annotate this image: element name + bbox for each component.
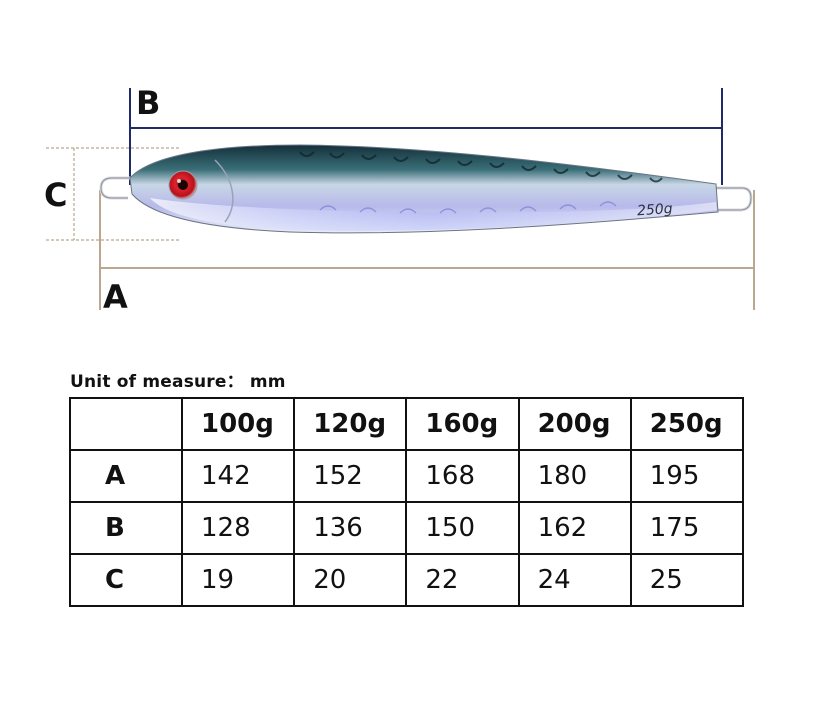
table-row: C 19 20 22 24 25 <box>69 553 745 607</box>
table-cell: 175 <box>629 501 745 555</box>
column-header: 100g <box>180 397 296 451</box>
column-header: 160g <box>405 397 520 451</box>
table-cell: 25 <box>629 553 745 607</box>
dimension-a-label: A <box>103 278 128 316</box>
column-header: 120g <box>293 397 408 451</box>
table-cell: 150 <box>405 501 520 555</box>
unit-label: Unit of measure： <box>70 372 244 392</box>
column-header: 200g <box>517 397 632 451</box>
table-cell: 20 <box>293 553 408 607</box>
table-cell: 180 <box>517 449 632 503</box>
dimension-c: C <box>44 147 180 241</box>
row-label: A <box>69 449 183 503</box>
table-cell: 22 <box>405 553 520 607</box>
table-row: B 128 136 150 162 175 <box>69 501 745 555</box>
table-row: A 142 152 168 180 195 <box>69 449 745 503</box>
table-cell: 152 <box>293 449 408 503</box>
table-cell: 142 <box>180 449 296 503</box>
row-label: B <box>69 501 183 555</box>
table-cell: 24 <box>517 553 632 607</box>
unit-of-measure: Unit of measure：mm <box>70 367 286 392</box>
table-header-row: 100g 120g 160g 200g 250g <box>69 397 745 451</box>
table-cell: 19 <box>180 553 296 607</box>
column-header: 250g <box>629 397 745 451</box>
dimension-b-label: B <box>136 84 160 122</box>
table-cell: 195 <box>629 449 745 503</box>
dimension-a: A <box>99 190 755 316</box>
table-cell: 128 <box>180 501 296 555</box>
dimension-c-label: C <box>44 176 67 214</box>
lure-dimension-diagram: B C A <box>44 84 755 316</box>
lure-weight-mark: 250g <box>636 201 673 219</box>
table-corner-cell <box>69 397 183 451</box>
table-cell: 162 <box>517 501 632 555</box>
size-spec-table: 100g 120g 160g 200g 250g A 142 152 168 1… <box>69 397 745 607</box>
row-label: C <box>69 553 183 607</box>
table-cell: 136 <box>293 501 408 555</box>
jig-lure-image: 250g <box>99 144 753 234</box>
table-cell: 168 <box>405 449 520 503</box>
unit-value: mm <box>249 372 286 392</box>
dimension-b: B <box>129 84 723 185</box>
